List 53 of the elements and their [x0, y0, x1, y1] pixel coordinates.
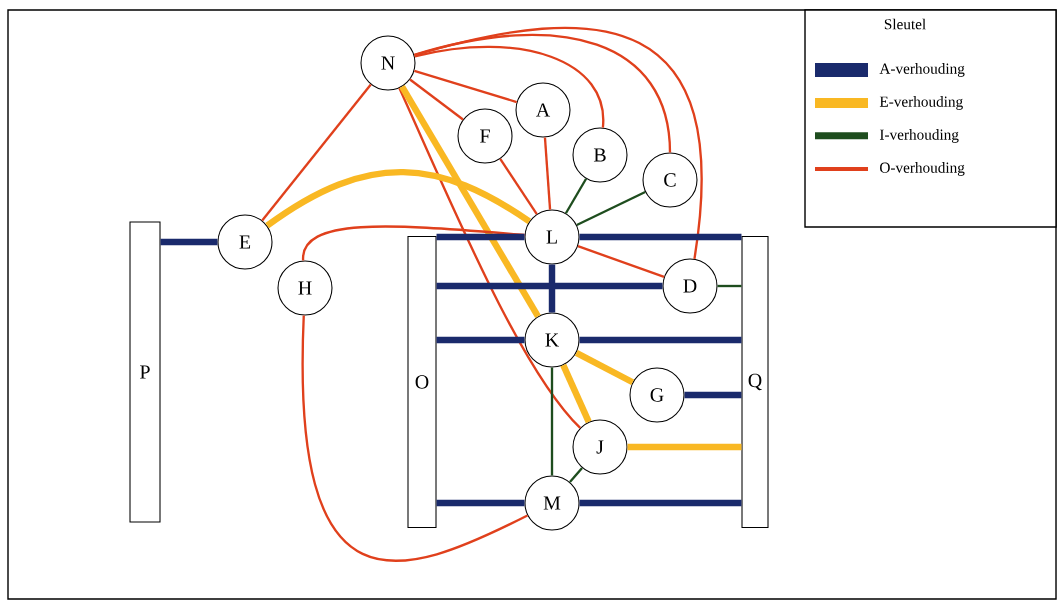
- circle-node: K: [524, 312, 580, 368]
- legend-text: A-verhouding: [879, 63, 965, 77]
- relation-line: [414, 45, 605, 128]
- relation-line: [301, 225, 525, 261]
- bar-node: Q: [741, 236, 769, 529]
- relation-line: [414, 69, 517, 104]
- circle-node: E: [217, 214, 273, 270]
- relation-line: [577, 245, 665, 278]
- circle-node: M: [524, 475, 580, 531]
- legend-title: Sleutel: [884, 18, 926, 30]
- circle-node: A: [515, 82, 571, 138]
- circle-node: H: [277, 260, 333, 316]
- relation-line: [543, 137, 552, 210]
- relation-line: [436, 336, 525, 344]
- relation-line: [414, 27, 703, 259]
- circle-node: N: [360, 35, 416, 91]
- relation-line: [684, 391, 742, 399]
- relation-line: [576, 190, 646, 227]
- bar-node: O: [407, 236, 437, 529]
- relation-line: [550, 367, 554, 476]
- circle-node: J: [572, 419, 628, 475]
- circle-node: F: [457, 108, 513, 164]
- relation-line: [627, 443, 742, 451]
- relation-line: [160, 238, 218, 246]
- relation-line: [548, 264, 556, 313]
- relation-line: [579, 336, 742, 344]
- relation-line: [560, 363, 592, 424]
- legend-text: I-verhouding: [879, 129, 959, 143]
- bar-node: P: [129, 221, 161, 523]
- relation-line: [301, 315, 528, 562]
- relation-line: [579, 233, 742, 241]
- legend-text: E-verhouding: [879, 96, 963, 110]
- relation-line: [399, 85, 541, 318]
- relation-line: [569, 467, 583, 483]
- relation-line: [261, 83, 372, 222]
- relation-line: [499, 158, 538, 215]
- circle-node: B: [572, 127, 628, 183]
- relation-line: [409, 78, 464, 121]
- relation-line: [436, 282, 663, 290]
- relation-line: [265, 169, 532, 229]
- circle-node: L: [524, 209, 580, 265]
- relation-line: [414, 34, 672, 153]
- circle-node: G: [629, 367, 685, 423]
- relation-line: [717, 284, 742, 288]
- relation-line: [436, 233, 525, 241]
- relation-line: [564, 178, 588, 214]
- relation-line: [398, 87, 582, 429]
- relation-line: [436, 499, 525, 507]
- circle-node: D: [662, 258, 718, 314]
- legend-text: O-verhouding: [880, 162, 965, 176]
- relation-line: [574, 349, 635, 386]
- circle-node: C: [642, 152, 698, 208]
- relation-line: [579, 499, 742, 507]
